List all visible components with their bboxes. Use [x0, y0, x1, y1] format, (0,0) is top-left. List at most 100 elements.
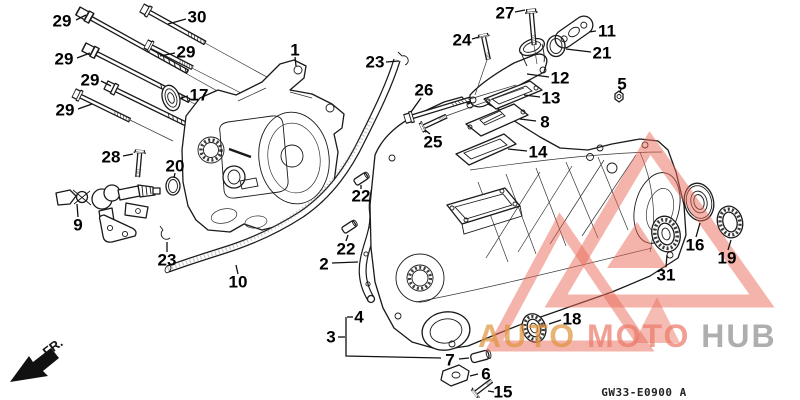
part-leader-2 [331, 261, 359, 264]
bolt-24-drawing [474, 32, 495, 96]
diagram-code: GW33-E0900 A [601, 386, 686, 399]
part-label-29: 29 [81, 71, 100, 90]
part-leader-15 [487, 390, 495, 393]
part-label-6: 6 [481, 365, 490, 384]
watermark-logo: AUTO MOTO HUB [478, 131, 777, 354]
part-label-9: 9 [73, 216, 82, 235]
bearing-19-drawing [716, 205, 744, 239]
part-label-29: 29 [177, 43, 196, 62]
part-leader-18 [548, 319, 562, 325]
watermark-triangle-large [544, 131, 775, 308]
part-leader-24 [471, 36, 480, 40]
part-leader-25 [424, 129, 431, 135]
part-label-31: 31 [657, 266, 676, 285]
part-label-22: 22 [352, 187, 371, 206]
part-leader-21 [565, 48, 592, 53]
part-leader-29 [75, 14, 87, 21]
part-leader-31 [665, 254, 668, 268]
part-label-23: 23 [158, 251, 177, 270]
part-leader-8 [519, 118, 537, 122]
part-label-8: 8 [540, 113, 549, 132]
part-label-5: 5 [617, 75, 626, 94]
part-label-28: 28 [102, 148, 121, 167]
clip-23-lower-drawing [159, 225, 171, 240]
part-label-18: 18 [563, 310, 582, 329]
part-leader-28 [122, 153, 134, 157]
part-leader-13 [523, 94, 541, 98]
part-leader-29 [159, 52, 176, 57]
bolt-26-drawing [402, 84, 517, 125]
part-leader-20 [173, 172, 176, 179]
part-label-22: 22 [337, 240, 356, 259]
part-label-29: 29 [53, 12, 72, 31]
part-label-25: 25 [424, 133, 443, 152]
part-leader-14 [507, 148, 528, 152]
part-label-10: 10 [229, 273, 248, 292]
part-label-21: 21 [593, 44, 612, 63]
part-leader-29 [77, 103, 93, 110]
part-label-13: 13 [542, 89, 561, 108]
watermark-triangle-small [484, 212, 655, 352]
part-leader-10 [235, 264, 239, 275]
part-label-29: 29 [56, 101, 75, 120]
bracket-6-drawing [440, 364, 470, 387]
watermark-text-moto: MOTO [587, 318, 690, 354]
part-leader-23 [385, 60, 400, 63]
watermark-text-auto: AUTO [478, 318, 576, 354]
part-leader-6 [469, 373, 479, 377]
part-label-15: 15 [494, 383, 513, 400]
watermark-triangle-solid-2 [634, 297, 680, 343]
part-leader-16 [695, 222, 701, 238]
part-label-19: 19 [718, 249, 737, 268]
bracket-3-4-line [345, 317, 442, 359]
screw-5-drawing [614, 90, 624, 103]
part-label-3: 3 [326, 328, 335, 347]
bearing-18-drawing [521, 313, 547, 343]
part-leader-12 [526, 73, 550, 78]
dowel-pin-7-drawing [470, 349, 492, 364]
reed-valve-8-drawing [465, 103, 529, 137]
part-label-4: 4 [354, 308, 364, 327]
part-label-17: 17 [190, 86, 209, 105]
part-leader-11 [588, 30, 597, 33]
dowel-pin-22-drawing [341, 171, 370, 234]
part-label-24: 24 [453, 31, 472, 50]
watermark-text: AUTO MOTO HUB [478, 318, 777, 354]
part-leader-29 [100, 80, 112, 87]
o-ring-20-drawing [165, 176, 181, 196]
part-leader-30 [167, 18, 187, 25]
part-leader-1 [294, 56, 297, 67]
part-leader-9 [76, 203, 79, 218]
part-label-2: 2 [319, 255, 328, 274]
part-label-11: 11 [598, 22, 616, 41]
part-leader-5 [619, 88, 622, 94]
oil-pump-9-drawing [55, 184, 161, 243]
part-label-16: 16 [686, 236, 705, 255]
part-label-30: 30 [188, 8, 207, 27]
bolt-28-drawing [131, 148, 147, 179]
reed-gasket-14-drawing [455, 133, 517, 166]
part-leader-29 [76, 52, 91, 59]
part-label-12: 12 [551, 69, 570, 88]
part-label-14: 14 [529, 143, 548, 162]
part-leader-27 [514, 9, 526, 13]
clip-23-upper-drawing [397, 51, 409, 66]
watermark-text-hub: HUB [701, 318, 776, 354]
part-label-26: 26 [415, 81, 434, 100]
oil-seal-17-drawing [161, 84, 181, 112]
part-leader-17 [180, 95, 189, 99]
front-arrow-icon [10, 348, 59, 382]
watermark-triangle-solid [607, 222, 667, 268]
part-label-27: 27 [496, 4, 515, 23]
part-label-1: 1 [290, 41, 299, 60]
part-label-7: 7 [445, 351, 454, 370]
part-leader-22 [345, 234, 349, 242]
bolt-27-drawing [524, 7, 541, 65]
left-crankcase-drawing [181, 59, 345, 233]
flange-11-drawing [554, 15, 594, 49]
o-ring-21-drawing [546, 34, 566, 58]
bolt-25-drawing [418, 87, 525, 134]
reed-spacer-13-drawing [483, 80, 543, 110]
